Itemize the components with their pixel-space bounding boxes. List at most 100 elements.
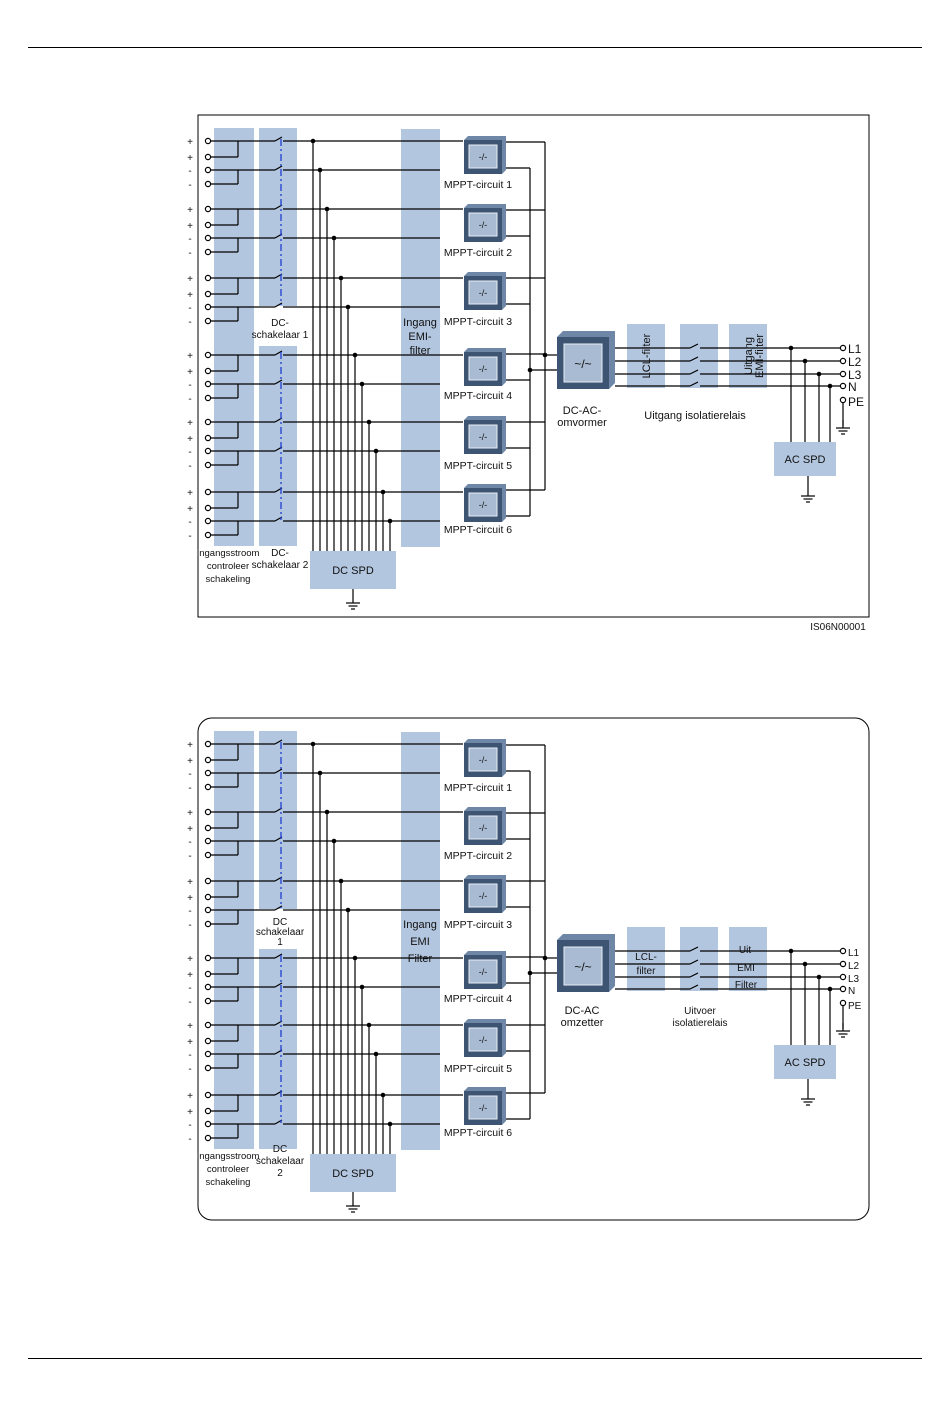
dc-dc-converter-icon: -/- [464,807,506,845]
output-emi-filter-block [729,927,767,991]
terminal-circle-icon [204,893,212,901]
lcl-filter-label: filter [637,966,657,977]
input-emi-filter-label: EMI [410,936,430,948]
dc-dc-symbol: -/- [479,967,488,977]
dc-switch-2-label: DC [273,1144,287,1155]
lcl-filter-block [627,927,665,991]
terminal-circle-icon [204,877,212,885]
terminal-circle-icon [204,983,212,991]
diagram-frame [197,114,870,618]
input-emi-filter-label: Filter [408,953,433,965]
output-emi-filter-label: EMI-filter [754,334,766,378]
dc-dc-converter-icon: -/- [464,272,506,310]
dc-dc-converter-icon: -/- [464,348,506,386]
dc-dc-symbol: -/- [479,755,488,765]
header-rule [28,47,922,48]
polarity-label: + [187,893,193,904]
dc-switch-2-block [259,949,297,1149]
polarity-label: - [188,317,191,328]
polarity-label: + [187,877,193,888]
output-relay-block [680,927,718,991]
polarity-label: - [188,783,191,794]
polarity-label: - [188,769,191,780]
mppt-circuit-2-label: MPPT-circuit 2 [444,850,512,862]
terminal-circle-icon [204,434,212,442]
terminal-circle-icon [204,317,212,325]
box-screen [469,213,497,236]
mppt-circuit-1-label: MPPT-circuit 1 [444,179,512,191]
terminal-circle-icon [204,906,212,914]
terminal-circle-icon [204,851,212,859]
polarity-label: + [187,756,193,767]
ac-spd-block [774,442,836,476]
terminal-circle-icon [204,351,212,359]
mppt-circuit-1-label: MPPT-circuit 1 [444,782,512,794]
relay-contact [689,356,699,362]
terminal-circle-icon [204,290,212,298]
terminal-circle-icon [204,1050,212,1058]
terminal-circle-icon [204,394,212,402]
terminal-circle-icon [204,756,212,764]
polarity-label: + [187,290,193,301]
dc-dc-symbol: -/- [479,891,488,901]
box-screen [469,357,497,380]
polarity-label: + [187,504,193,515]
output-L1-label: L1 [848,342,862,356]
input-control-label: controleer [207,1164,249,1175]
polarity-label: - [188,1134,191,1145]
terminal-circle-icon [204,920,212,928]
dc-ac-label: DC-AC [565,1005,600,1017]
box-screen-border [468,144,498,169]
dc-dc-symbol: -/- [479,152,488,162]
output-relay-label: Uitvoer [684,1006,716,1017]
input-control-block [214,731,254,1149]
input-emi-filter-label: Ingang [403,919,437,931]
terminal-circle-icon [204,447,212,455]
polarity-label: - [188,303,191,314]
polarity-label: - [188,997,191,1008]
switch-contact [274,350,283,356]
relay-contact [689,946,699,952]
terminal-circle-icon [204,461,212,469]
terminal-circle-icon [204,769,212,777]
box-screen [469,1028,497,1051]
dc-ac-symbol: ~/~ [574,357,591,371]
dc-dc-converter-icon: -/- [464,416,506,454]
output-emi-filter-label: Uit [739,945,751,956]
terminal-circle-icon [839,396,847,404]
polarity-label: - [188,1120,191,1131]
terminal-circle-icon [204,221,212,229]
box-screen-border [468,492,498,517]
dc-switch-2-block [259,346,297,546]
dc-dc-symbol: -/- [479,288,488,298]
switch-contact [274,905,283,911]
terminal-circle-icon [204,153,212,161]
terminal-circle-icon [204,205,212,213]
dc-dc-symbol: -/- [479,823,488,833]
terminal-circle-icon [204,1134,212,1142]
polarity-label: - [188,166,191,177]
box-screen [469,884,497,907]
terminal-circle-icon [839,382,847,390]
terminal-circle-icon [204,1107,212,1115]
polarity-label: - [188,851,191,862]
terminal-circle-icon [204,824,212,832]
terminal-circle-icon [204,137,212,145]
terminal-circle-icon [204,303,212,311]
input-control-label: Ingangsstroom [197,1151,260,1162]
dc-switch-2-label: 2 [277,1168,283,1179]
terminal-circle-icon [204,1091,212,1099]
polarity-label: + [187,434,193,445]
output-L2-label: L2 [848,961,860,972]
polarity-label: + [187,221,193,232]
polarity-label: - [188,380,191,391]
polarity-label: + [187,1091,193,1102]
dc-switch-1-label: schakelaar 1 [252,330,309,341]
relay-contact [689,381,699,387]
polarity-label: - [188,1050,191,1061]
box-screen [469,281,497,304]
ground-icon [346,595,360,610]
output-relay-label: isolatierelais [672,1018,727,1029]
output-L3-label: L3 [848,974,860,985]
